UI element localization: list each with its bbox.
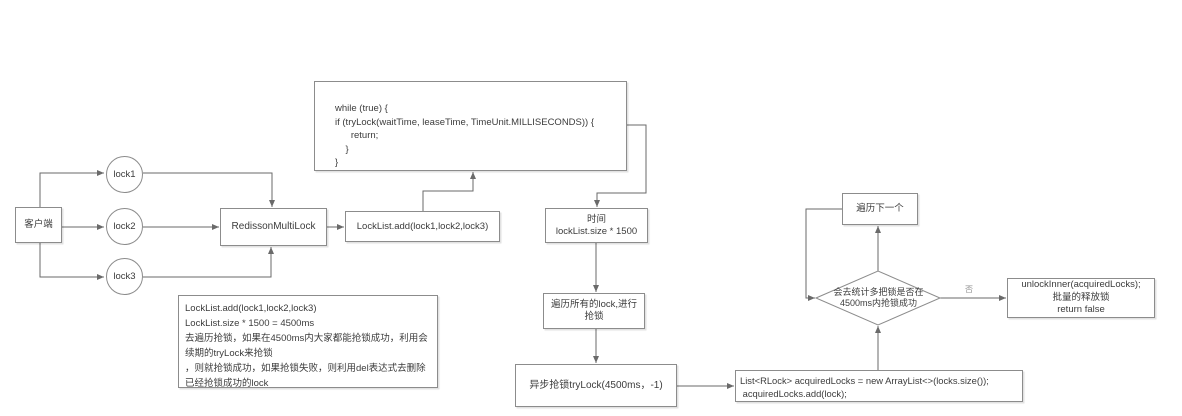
trylock-success-decision: 会去统计多把锁是否在 4500ms内抢锁成功: [833, 287, 924, 308]
lock3-node: lock3: [106, 258, 143, 295]
locklist-add-node: LockList.add(lock1,lock2,lock3): [345, 211, 500, 242]
traverse-next-node: 遍历下一个: [842, 193, 918, 225]
while-trylock-code-node: while (true) { if (tryLock(waitTime, lea…: [314, 81, 627, 171]
edge-locklist-whilecode: [422, 172, 476, 211]
note-box: LockList.add(lock1,lock2,lock3) LockList…: [178, 295, 438, 389]
edge-client-lock1: [39, 170, 104, 207]
lock1-node: lock1: [106, 156, 143, 193]
wait-time-node: 时间 lockList.size * 1500: [545, 208, 648, 243]
async-trylock-node: 异步抢锁tryLock(4500ms，-1): [515, 364, 677, 407]
edge-whilecode-time: [594, 124, 647, 207]
edge-client-lock3: [39, 243, 104, 280]
edge-traversenext-decision: [805, 208, 842, 301]
client-node: 客户端: [15, 207, 62, 243]
decision-diamond-shape: [814, 270, 942, 326]
edge-lock3-multilock: [143, 247, 274, 278]
unlock-inner-node: unlockInner(acquiredLocks); 批量的释放锁 retur…: [1007, 278, 1155, 318]
edge-lock1-multilock: [143, 172, 275, 207]
lock2-node: lock2: [106, 208, 143, 245]
traverse-all-locks-node: 遍历所有的lock,进行 抢锁: [543, 293, 645, 329]
redisson-multilock-node: RedissonMultiLock: [220, 208, 327, 246]
acquired-locks-code-node: List<RLock> acquiredLocks = new ArrayLis…: [735, 370, 1023, 402]
edge-label-no: 否: [963, 284, 975, 295]
